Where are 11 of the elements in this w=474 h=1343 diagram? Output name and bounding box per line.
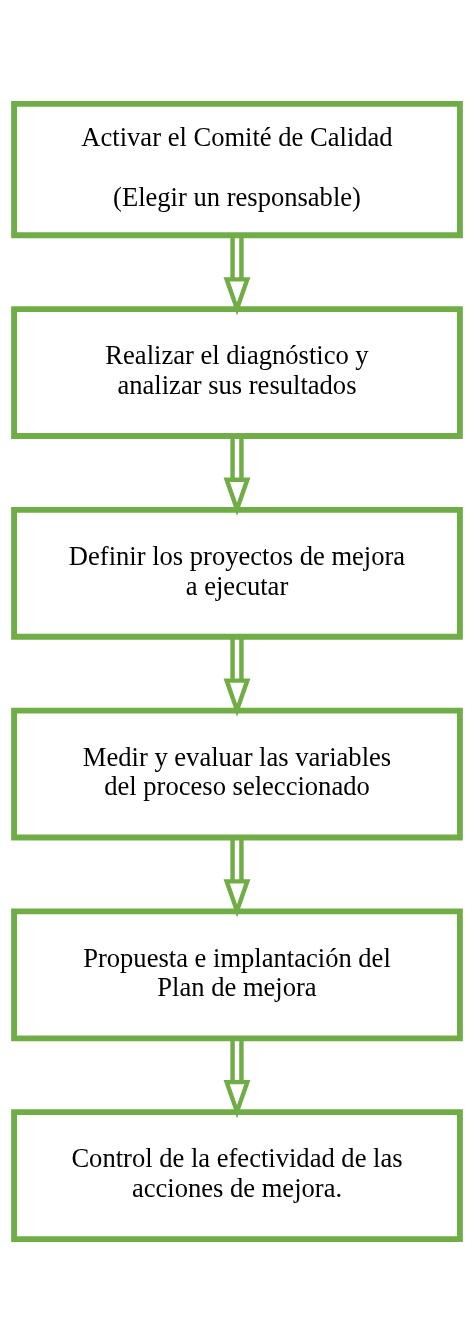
node-box: Control de la efectividad de las acciones de mejora. (11, 1109, 463, 1243)
arrow (223, 235, 251, 316)
arrow (223, 636, 251, 717)
arrow (223, 1038, 251, 1119)
node-box: Medir y evaluar las variables del proceso seleccionado (11, 707, 463, 841)
node-box: Realizar el diagnóstico y analizar sus resultados (11, 306, 463, 439)
node-box: Activar el Comité de Calidad (Elegir un responsable) (11, 100, 463, 239)
arrow (223, 436, 251, 517)
node-box: Propuesta e implantación del Plan de mejora (11, 908, 463, 1042)
node-box: Definir los proyectos de mejora a ejecutar (11, 506, 463, 640)
arrow (223, 837, 251, 918)
